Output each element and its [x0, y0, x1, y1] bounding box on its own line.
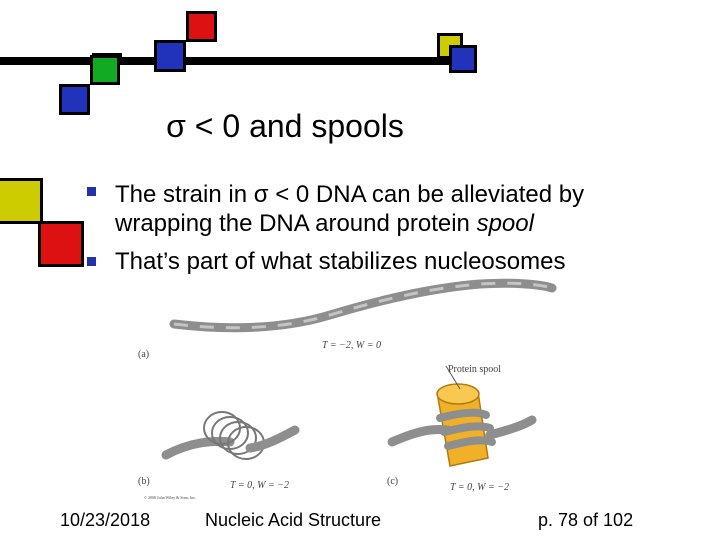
bullet-line-2-italic: spool	[476, 210, 534, 237]
deco-square-red-left	[38, 221, 84, 267]
deco-square-blue-left	[59, 84, 90, 115]
panel-c-label: (c)	[387, 476, 399, 487]
bullet-square-icon	[87, 187, 96, 196]
bullet-line-3: That’s part of what stabilizes nucleosom…	[115, 247, 565, 276]
deco-square-red-top	[186, 11, 217, 42]
coiled-dna	[161, 411, 300, 460]
figure-copyright: © 2000 John Wiley & Sons, Inc.	[144, 495, 197, 500]
bullet-square-icon	[87, 257, 96, 266]
deco-square-yellow-left	[0, 178, 43, 224]
bullet-line-2-text: wrapping the DNA around protein	[115, 210, 477, 237]
footer-page-number: p. 78 of 102	[538, 510, 634, 530]
deco-square-blue-right	[449, 45, 477, 73]
panel-b-label: (b)	[138, 476, 150, 487]
footer-title: Nucleic Acid Structure	[205, 510, 382, 530]
wrapped-dna	[387, 408, 537, 450]
panel-a-label: (a)	[138, 349, 150, 360]
header-rule	[0, 57, 476, 65]
footer-date: 10/23/2018	[60, 510, 151, 530]
dna-figure-drawing	[161, 278, 557, 467]
deco-square-green	[90, 55, 120, 85]
panel-a-caption: T = −2, W = 0	[322, 340, 381, 351]
dna-figure: (a) T = −2, W = 0 (b) T = 0, W = −2 (c) …	[130, 270, 570, 502]
slide-title: σ < 0 and spools	[166, 108, 404, 144]
twisted-dna-ribbon	[169, 278, 557, 333]
bullet-line-3-text: That’s part of what stabilizes nucleosom…	[115, 248, 566, 275]
bullet-line-1-text: The strain in σ < 0 DNA can be alleviate…	[115, 181, 585, 208]
deco-square-blue-top	[154, 40, 186, 72]
bullet-line-2: wrapping the DNA around protein spool	[115, 209, 534, 238]
panel-c-caption: T = 0, W = −2	[450, 482, 509, 493]
spool-label: Protein spool	[448, 364, 502, 375]
bullet-line-1: The strain in σ < 0 DNA can be alleviate…	[115, 180, 584, 209]
panel-b-caption: T = 0, W = −2	[230, 480, 289, 491]
